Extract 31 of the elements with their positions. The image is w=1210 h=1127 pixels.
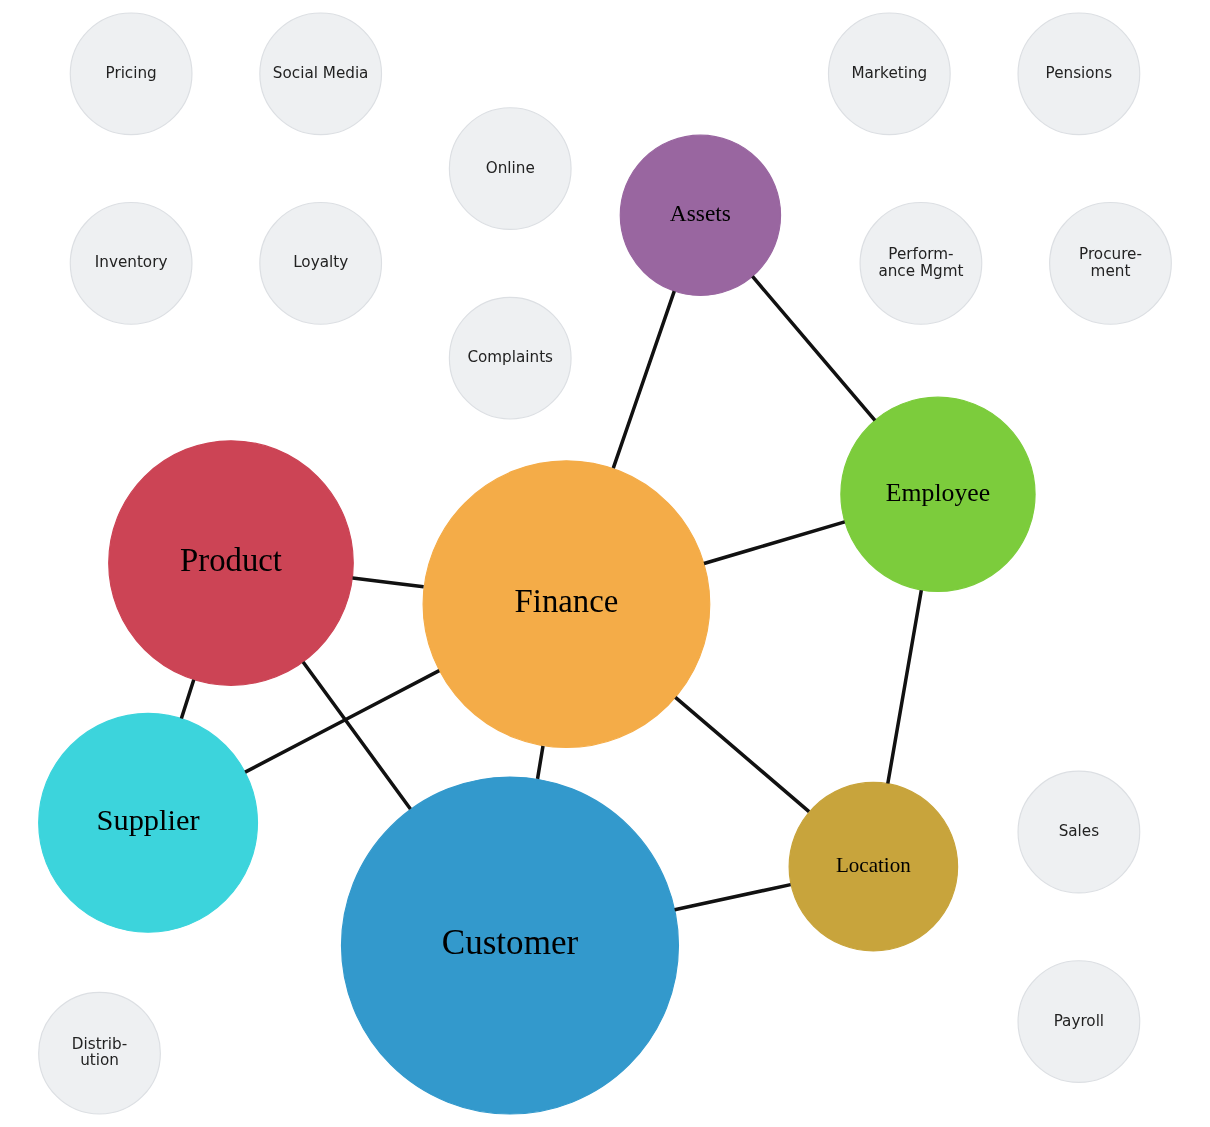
- connector: [301, 660, 412, 811]
- node-circle: Product: [108, 440, 354, 686]
- connector: [674, 696, 811, 813]
- connector: [535, 745, 545, 780]
- node-circle: Loyalty: [259, 201, 383, 325]
- node-circle: Employee: [840, 396, 1036, 592]
- node-circle: Payroll: [1017, 960, 1141, 1083]
- node-circle: Perform- ance Mgmt: [859, 201, 983, 325]
- node-circle: Inventory: [69, 201, 193, 325]
- node-circle: Social Media: [259, 12, 383, 136]
- connector: [674, 882, 791, 912]
- node-circle: Location: [788, 781, 959, 952]
- connector: [751, 275, 877, 422]
- connector: [611, 290, 676, 469]
- node-circle: Pensions: [1017, 12, 1141, 136]
- connector: [703, 520, 846, 566]
- node-circle: Procure- ment: [1049, 201, 1172, 325]
- node-circle: Assets: [619, 134, 782, 297]
- node-circle: Online: [448, 107, 572, 231]
- node-circle: Customer: [340, 776, 680, 1115]
- node-circle: Marketing: [827, 12, 951, 136]
- node-circle: Supplier: [38, 712, 259, 933]
- node-circle: Distrib- ution: [38, 991, 161, 1115]
- connector: [352, 576, 424, 589]
- connector: [886, 590, 924, 784]
- connector: [179, 679, 196, 720]
- node-circle: Sales: [1017, 770, 1141, 894]
- connector: [244, 669, 441, 774]
- node-circle: Finance: [422, 460, 711, 749]
- node-circle: Complaints: [448, 296, 572, 420]
- node-circle: Pricing: [69, 12, 193, 136]
